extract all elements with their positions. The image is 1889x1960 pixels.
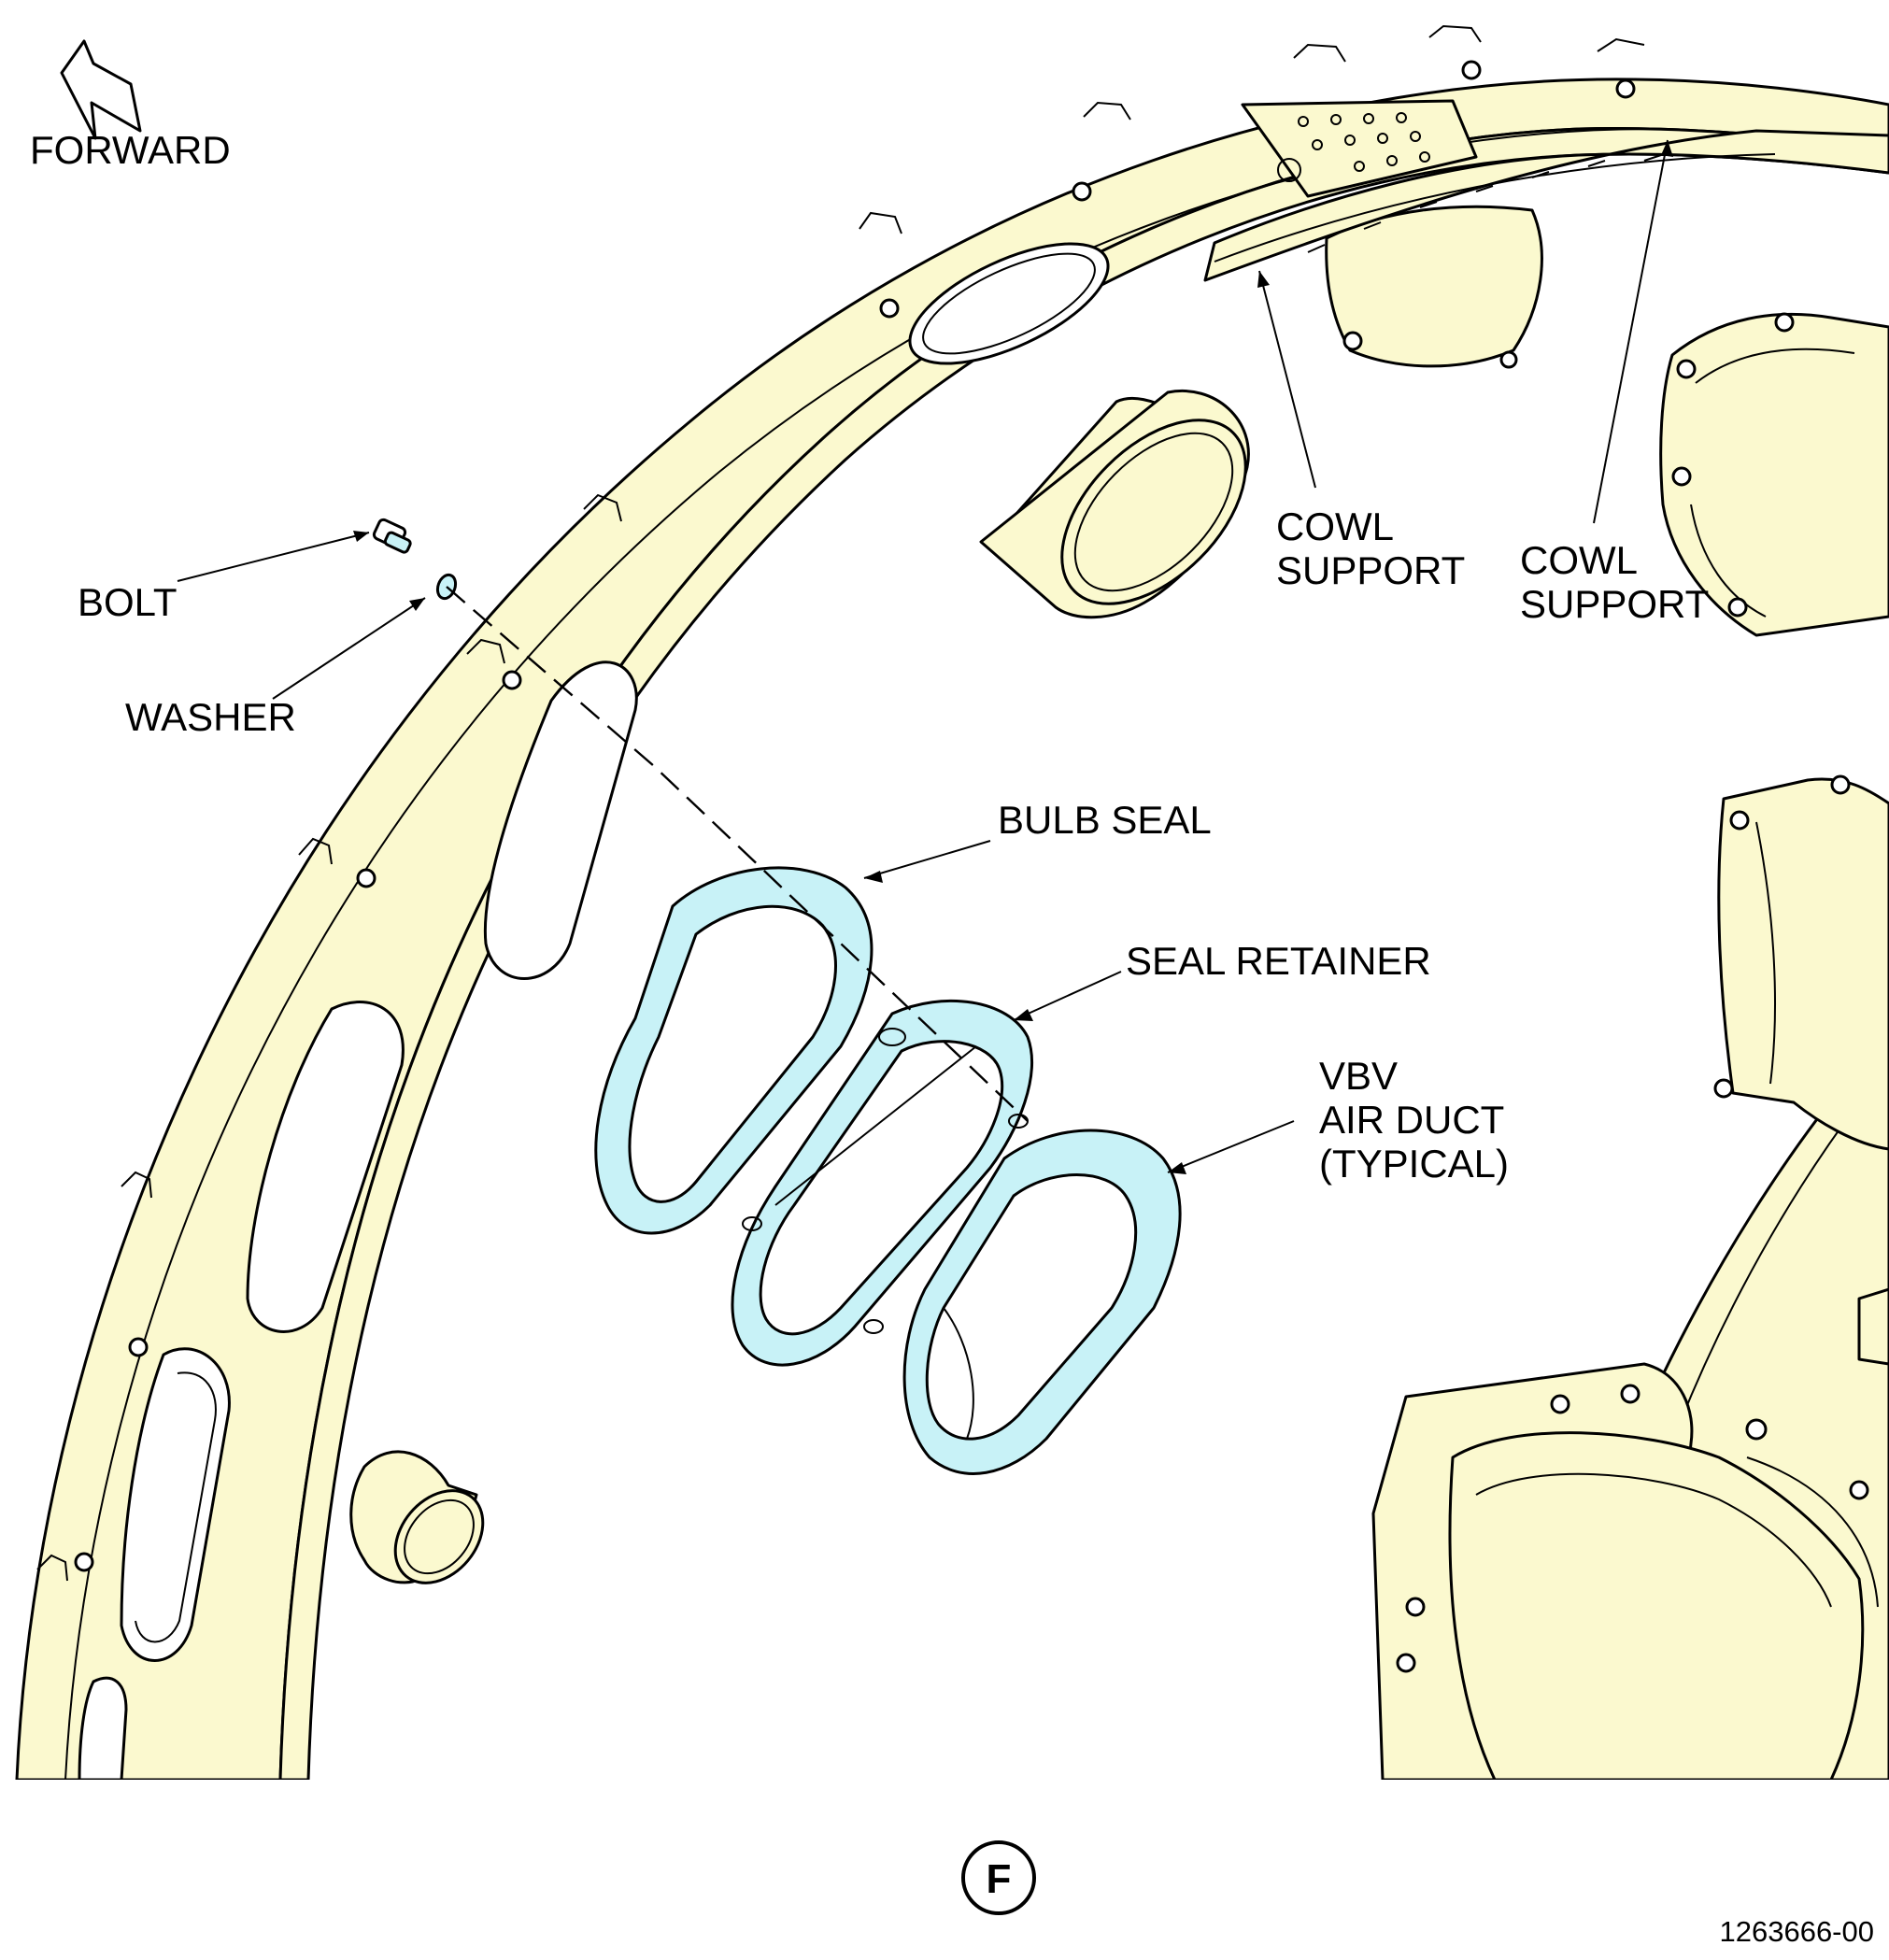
bolt <box>372 518 412 554</box>
figure-number: 1263666-00 <box>1720 1915 1875 1948</box>
duct-housing-lower-right <box>1371 1362 1879 1780</box>
cowl-support-label-1-line-1: COWL <box>1276 504 1393 548</box>
leader-lines <box>177 139 1673 1174</box>
duct-elbow-lower-left <box>349 1450 485 1584</box>
seal-retainer-label: SEAL RETAINER <box>1126 939 1431 983</box>
cowl-support-label-1-line-2: SUPPORT <box>1276 548 1465 592</box>
vbv-air-duct-label: VBV AIR DUCT (TYPICAL) <box>1319 1054 1514 1186</box>
vbv-air-duct-label-line-2: AIR DUCT <box>1319 1098 1504 1142</box>
cowl-support-label-2: COWL SUPPORT <box>1520 538 1709 626</box>
detail-letter: F <box>987 1856 1012 1902</box>
mounting-plate-holes <box>1277 112 1430 182</box>
duct-housing-upper-right <box>1659 312 1889 637</box>
vbv-air-duct <box>902 1129 1182 1475</box>
forward-label: FORWARD <box>30 128 231 172</box>
bulb-seal <box>594 866 873 1235</box>
seal-retainer <box>731 999 1033 1367</box>
cowl-support-label-2-line-1: COWL <box>1520 538 1637 582</box>
cowl-support <box>1203 129 1889 282</box>
duct-cylinder-center <box>979 390 1250 619</box>
cowl-support-label-2-line-2: SUPPORT <box>1520 582 1709 626</box>
bulb-seal-label: BULB SEAL <box>998 798 1212 842</box>
drawing-area <box>15 24 1889 1780</box>
attachment-centerline <box>446 586 1029 1122</box>
vbv-air-duct-label-line-1: VBV <box>1319 1054 1398 1098</box>
bolt-label: BOLT <box>78 580 178 624</box>
cowl-support-label-1: COWL SUPPORT <box>1276 504 1465 592</box>
vbv-air-duct-label-line-3: (TYPICAL) <box>1319 1142 1509 1186</box>
duct-housing-top <box>1325 205 1543 369</box>
detail-marker: F <box>961 1840 1036 1915</box>
fan-frame-ring <box>15 24 1889 1780</box>
forward-arrow-icon <box>60 39 142 140</box>
washer-label: WASHER <box>125 695 296 739</box>
duct-housing-right-middle <box>1713 774 1889 1366</box>
